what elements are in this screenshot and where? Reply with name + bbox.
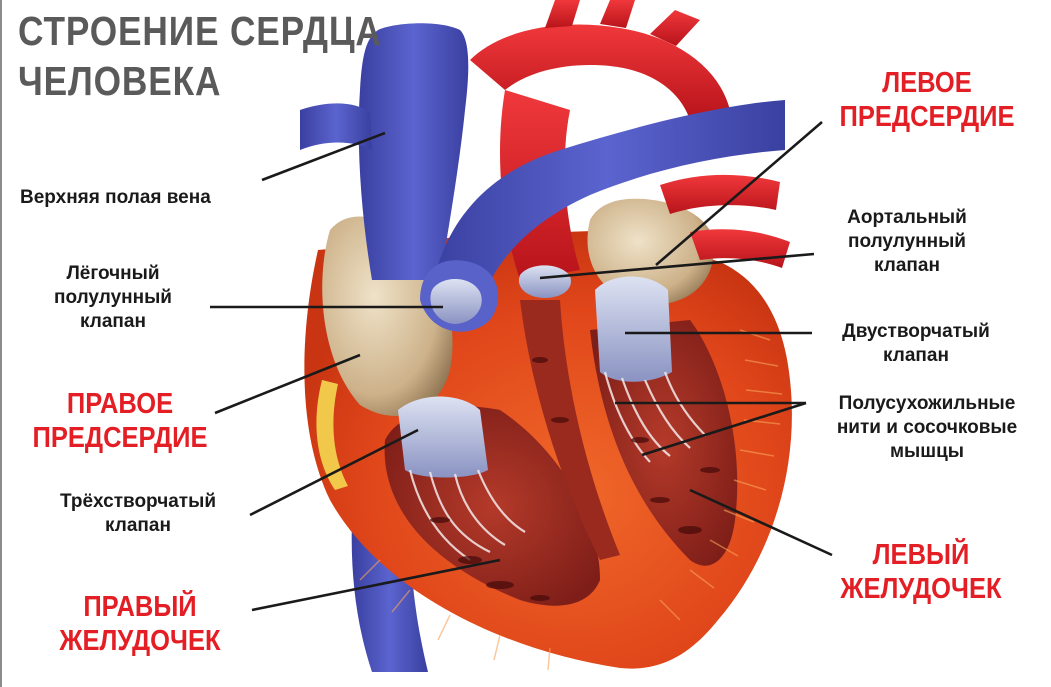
tricuspid-valve [398,397,488,478]
label-right-atrium: ПРАВОЕ ПРЕДСЕРДИЕ [32,387,208,455]
pulmonary-vein-1 [660,175,780,214]
mitral-valve [595,277,672,382]
label-left-atrium: ЛЕВОЕ ПРЕДСЕРДИЕ [835,66,1020,134]
page-title-line-2: ЧЕЛОВЕКА [18,56,221,106]
label-left-ventricle: ЛЕВЫЙ ЖЕЛУДОЧЕК [830,538,1011,606]
aortic-valve [519,265,571,298]
label-right-ventricle: ПРАВЫЙ ЖЕЛУДОЧЕК [54,590,226,658]
label-tricuspid-valve: Трёхстворчатый клапан [40,490,236,538]
page-title-line-1: СТРОЕНИЕ СЕРДЦА [18,6,382,56]
label-chordae: Полусухожильные нити и сосочковые мышцы [808,392,1046,464]
label-aortic-valve: Аортальный полулунный клапан [818,206,996,278]
label-superior-vena-cava: Верхняя полая вена [20,186,211,210]
aorta-branch-1 [545,0,580,28]
aorta-branch-2 [600,0,635,28]
label-mitral-valve: Двустворчатый клапан [818,320,1014,368]
label-pulmonary-valve: Лёгочный полулунный клапан [38,262,188,334]
